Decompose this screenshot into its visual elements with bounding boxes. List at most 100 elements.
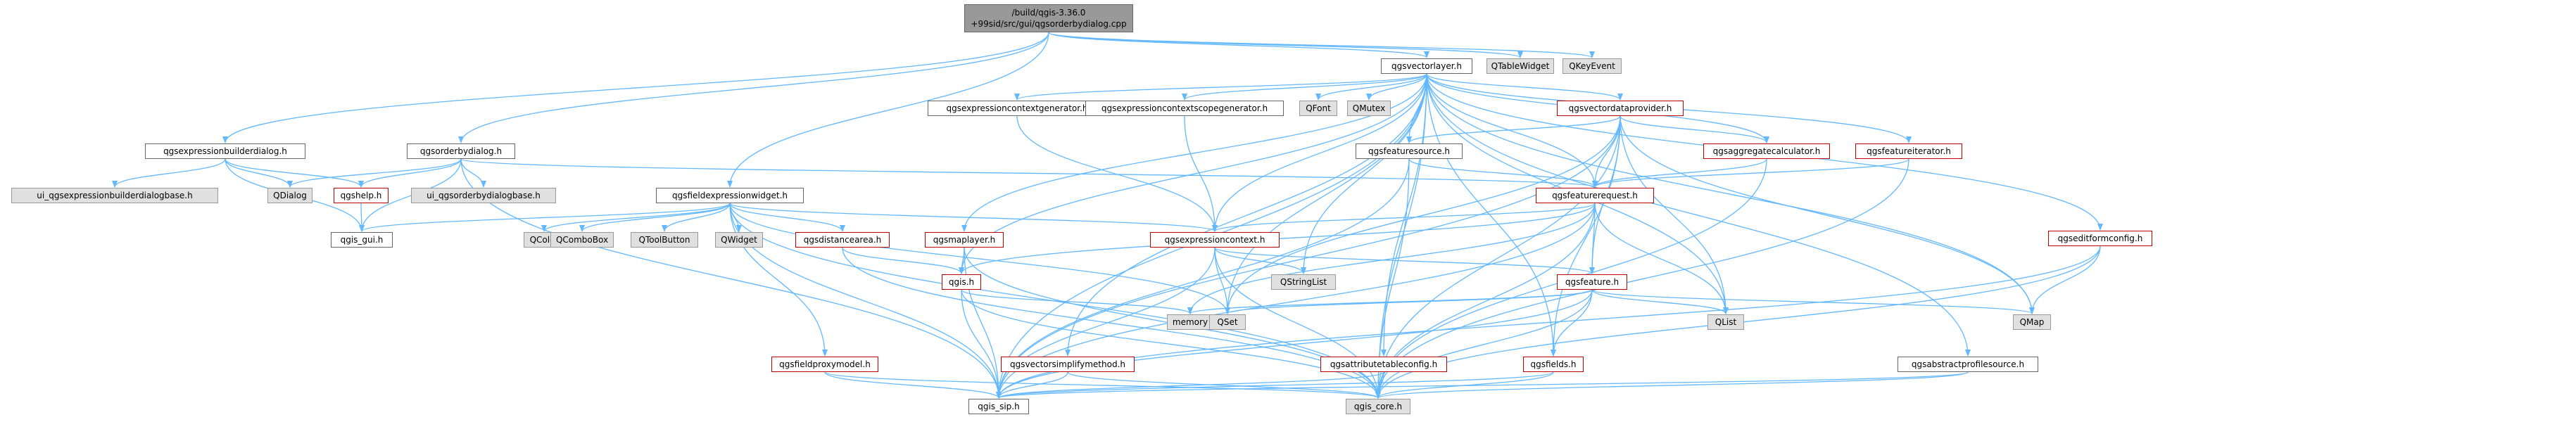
edge-qgsfeature-to-qgsfields bbox=[1551, 289, 1593, 357]
edge-fieldexprwidget-to-QToolButton bbox=[662, 203, 731, 232]
edge-qgsvectorlayer-to-QMap bbox=[1426, 73, 2035, 314]
edge-distancearea-to-qgis_core bbox=[842, 247, 1381, 399]
node-vectorsimplify[interactable]: qgsvectorsimplifymethod.h bbox=[1001, 357, 1135, 372]
node-qgshelp[interactable]: qgshelp.h bbox=[334, 188, 389, 203]
edge-fieldexprwidget-to-qgis_gui bbox=[359, 203, 731, 232]
node-qgsfeature[interactable]: qgsfeature.h bbox=[1557, 274, 1627, 290]
node-exprctxgen[interactable]: qgsexpressioncontextgenerator.h bbox=[928, 101, 1106, 116]
edge-exprbuilderdialog-to-QDialog bbox=[225, 158, 293, 188]
edge-qgsvectorlayer-to-exprcontext bbox=[1212, 73, 1427, 232]
edge-orderbydialog-to-QDialog bbox=[287, 158, 462, 188]
edge-vectordataprovider-to-QSet bbox=[1225, 115, 1621, 314]
node-qwidget[interactable]: QWidget bbox=[715, 232, 763, 248]
edge-exprcontext-to-QSet bbox=[1214, 247, 1230, 314]
node-qmutex[interactable]: QMutex bbox=[1347, 101, 1391, 116]
edge-orderbydialog-to-qgshelp bbox=[358, 158, 462, 188]
edge-qgsvectorlayer-to-QFont bbox=[1315, 73, 1427, 101]
node-qtablewidget[interactable]: QTableWidget bbox=[1486, 58, 1554, 74]
edge-qgis-to-memory bbox=[961, 289, 1193, 314]
edge-exprbuilderdialog-to-qgshelp bbox=[225, 158, 364, 188]
node-featureiterator[interactable]: qgsfeatureiterator.h bbox=[1855, 143, 1962, 159]
node-qstringlist[interactable]: QStringList bbox=[1271, 274, 1336, 290]
node-qgis-core[interactable]: qgis_core.h bbox=[1346, 399, 1410, 414]
edge-qgsvectorlayer-to-exprctxscopegen bbox=[1182, 73, 1427, 101]
node-fieldexprwidget[interactable]: qgsfieldexpressionwidget.h bbox=[656, 188, 804, 203]
edge-featuresource-to-qgis_core bbox=[1375, 158, 1410, 399]
root-file-path-line-2: +99sid/src/gui/qgsorderbydialog.cpp bbox=[971, 19, 1127, 29]
node-vectordataprovider[interactable]: qgsvectordataprovider.h bbox=[1557, 101, 1684, 116]
edge-root-to-QTableWidget bbox=[1048, 32, 1523, 58]
node-qgis-sip[interactable]: qgis_sip.h bbox=[968, 399, 1029, 414]
edge-qgsvectorlayer-to-attributetableconfig bbox=[1381, 73, 1427, 357]
node-qmap[interactable]: QMap bbox=[2013, 314, 2051, 330]
edge-aggregatecalc-to-featurerequest bbox=[1592, 158, 1767, 188]
node-qkeyevent[interactable]: QKeyEvent bbox=[1562, 58, 1622, 74]
edge-qgsfeature-to-qgis_sip bbox=[996, 289, 1593, 399]
node-memory[interactable]: memory bbox=[1167, 314, 1213, 330]
node-qlist[interactable]: QList bbox=[1707, 314, 1744, 330]
node-qgsfields[interactable]: qgsfields.h bbox=[1523, 357, 1584, 372]
edge-vectordataprovider-to-qgis_core bbox=[1375, 115, 1621, 399]
edge-orderbydialog-to-qgis_sip bbox=[460, 158, 1002, 399]
edge-vectordataprovider-to-QMap bbox=[1620, 115, 2035, 314]
node-exprctxscopegen[interactable]: qgsexpressioncontextscopegenerator.h bbox=[1085, 101, 1284, 116]
edge-vectorsimplify-to-qgis_core bbox=[1067, 371, 1381, 399]
edge-attributetableconfig-to-qgis_sip bbox=[996, 371, 1384, 399]
node-maplayer[interactable]: qgsmaplayer.h bbox=[925, 232, 1004, 248]
node-attributetableconfig[interactable]: qgsattributetableconfig.h bbox=[1320, 357, 1447, 372]
edge-qgsvectorlayer-to-maplayer bbox=[961, 73, 1427, 232]
edge-qgsfeature-to-QList bbox=[1591, 289, 1729, 314]
edge-vectordataprovider-to-featuresource bbox=[1406, 115, 1621, 143]
edge-root-to-orderbydialog bbox=[458, 32, 1049, 143]
edge-fieldexprwidget-to-exprcontext bbox=[729, 203, 1218, 232]
node-fieldproxymodel[interactable]: qgsfieldproxymodel.h bbox=[771, 357, 878, 372]
edge-qgsvectorlayer-to-abstractprofilesource bbox=[1426, 73, 1971, 357]
node-aggregatecalc[interactable]: qgsaggregatecalculator.h bbox=[1703, 143, 1830, 159]
edge-qgsvectorlayer-to-vectordataprovider bbox=[1426, 73, 1623, 101]
edge-fieldexprwidget-to-QComboBox bbox=[579, 203, 731, 232]
node-qtoolbutton[interactable]: QToolButton bbox=[631, 232, 698, 248]
edge-root-to-qgsvectorlayer bbox=[1048, 32, 1429, 58]
edge-qgis-to-qgis_sip bbox=[961, 289, 1002, 399]
root-file-node[interactable]: /build/qgis-3.36.0 +99sid/src/gui/qgsord… bbox=[964, 4, 1133, 32]
node-ui-exprbuilder[interactable]: ui_qgsexpressionbuilderdialogbase.h bbox=[11, 188, 218, 203]
node-qcombobox[interactable]: QComboBox bbox=[550, 232, 614, 248]
edge-orderbydialog-to-ui_orderby bbox=[460, 158, 486, 188]
edge-vectordataprovider-to-qgsfields bbox=[1551, 115, 1621, 357]
node-abstractprofilesource[interactable]: qgsabstractprofilesource.h bbox=[1898, 357, 2038, 372]
node-exprcontext[interactable]: qgsexpressioncontext.h bbox=[1150, 232, 1280, 248]
root-file-path-line-1: /build/qgis-3.36.0 bbox=[1011, 8, 1086, 18]
edge-orderbydialog-to-featurerequest bbox=[460, 158, 1598, 188]
edge-root-to-exprbuilderdialog bbox=[222, 32, 1049, 143]
edge-qgsvectorlayer-to-exprctxgen bbox=[1014, 73, 1427, 101]
edge-abstractprofilesource-to-qgis_core bbox=[1375, 371, 1969, 399]
node-qgsvectorlayer[interactable]: qgsvectorlayer.h bbox=[1381, 58, 1472, 74]
edge-qgis-to-qgis_core bbox=[961, 289, 1381, 399]
node-featurerequest[interactable]: qgsfeaturerequest.h bbox=[1536, 188, 1654, 203]
edge-qgsvectorlayer-to-qgis_core bbox=[1375, 73, 1427, 399]
node-qdialog[interactable]: QDialog bbox=[267, 188, 312, 203]
node-qfont[interactable]: QFont bbox=[1299, 101, 1337, 116]
node-distancearea[interactable]: qgsdistancearea.h bbox=[795, 232, 890, 248]
node-featuresource[interactable]: qgsfeaturesource.h bbox=[1356, 143, 1463, 159]
node-editformconfig[interactable]: qgseditformconfig.h bbox=[2048, 231, 2152, 246]
edge-maplayer-to-qgis_sip bbox=[964, 247, 1002, 399]
edge-featureiterator-to-qgis_core bbox=[1375, 158, 1909, 399]
edge-qgsfeature-to-memory bbox=[1187, 289, 1593, 314]
node-qgis[interactable]: qgis.h bbox=[942, 274, 981, 290]
edge-featurerequest-to-memory bbox=[1187, 203, 1596, 314]
node-orderbydialog[interactable]: qgsorderbydialog.h bbox=[407, 143, 515, 159]
node-ui-orderby[interactable]: ui_qgsorderbydialogbase.h bbox=[411, 188, 556, 203]
edge-fieldexprwidget-to-QSet bbox=[729, 203, 1230, 314]
node-exprbuilderdialog[interactable]: qgsexpressionbuilderdialog.h bbox=[145, 143, 305, 159]
edge-qgsvectorlayer-to-QStringList bbox=[1301, 73, 1427, 274]
node-qset[interactable]: QSet bbox=[1209, 314, 1246, 330]
edge-qgsvectorlayer-to-QSet bbox=[1225, 73, 1427, 314]
edge-vectordataprovider-to-QList bbox=[1620, 115, 1729, 314]
edge-abstractprofilesource-to-qgis_sip bbox=[996, 371, 1969, 399]
edge-root-to-QKeyEvent bbox=[1048, 32, 1595, 58]
edge-featurerequest-to-exprcontext bbox=[1212, 203, 1596, 232]
edge-qgsvectorlayer-to-QMutex bbox=[1366, 73, 1427, 101]
node-qgis-gui[interactable]: qgis_gui.h bbox=[331, 232, 393, 248]
edge-layer bbox=[112, 32, 2103, 399]
